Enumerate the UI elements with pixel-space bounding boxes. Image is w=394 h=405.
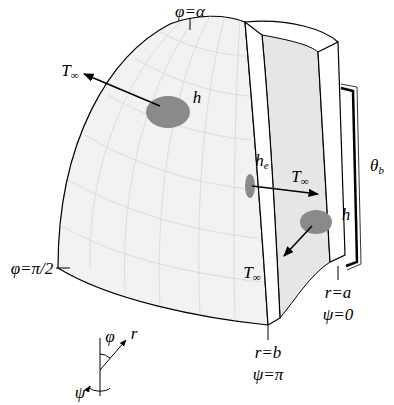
coefficient-label: he — [255, 152, 268, 169]
heat-arrow — [84, 74, 160, 106]
coefficient-label: h — [342, 206, 351, 223]
temperature-label: T∞ — [291, 168, 308, 185]
temperature-label: T∞ — [243, 264, 260, 281]
convection-patch — [300, 210, 332, 234]
outer-surface — [58, 16, 268, 325]
leader-line — [190, 18, 191, 30]
leader-line — [56, 268, 70, 269]
angle-label: ψ=π — [253, 366, 284, 383]
heat-arrow — [252, 186, 318, 194]
heat-arrow — [284, 226, 312, 256]
leader-line — [338, 266, 339, 280]
opening-rim — [245, 21, 338, 42]
convection-patch — [146, 96, 190, 128]
angle-bracket — [341, 88, 357, 266]
coefficient-label: h — [193, 89, 202, 106]
surface-mesh — [60, 16, 262, 322]
angle-label: ψ=0 — [323, 306, 354, 323]
angle-label: φ=α — [175, 2, 205, 19]
axis-label: r — [131, 325, 138, 342]
temperature-label: T∞ — [61, 62, 78, 79]
angle-label: θb — [370, 157, 384, 174]
radius-label: r=a — [325, 284, 352, 301]
radius-label: r=b — [255, 344, 282, 361]
leader-line — [268, 326, 269, 340]
angle-label: φ=π/2 — [11, 260, 54, 277]
axis-label: φ — [105, 328, 114, 345]
coordinate-symbol — [90, 338, 126, 396]
angle-bracket — [341, 84, 361, 270]
axis-label: ψ — [75, 384, 86, 401]
